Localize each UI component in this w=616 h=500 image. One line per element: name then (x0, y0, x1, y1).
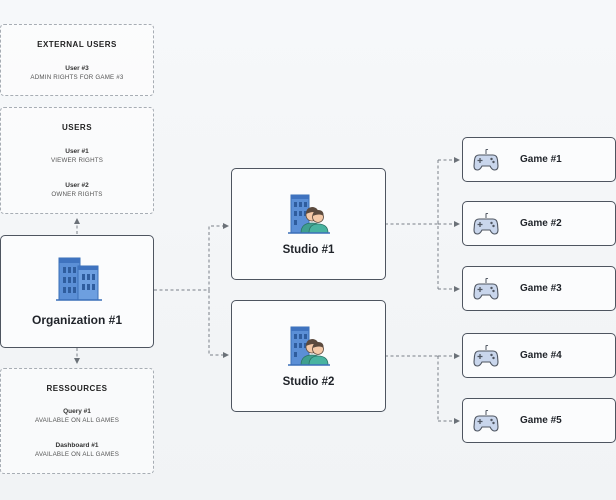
game-4-label: Game #4 (520, 350, 562, 361)
dashboard-1-name: Dashboard #1 (55, 442, 99, 449)
gamepad-icon (473, 410, 499, 432)
users-title: USERS (61, 123, 93, 132)
game-4-node[interactable]: Game #4 (462, 333, 616, 378)
game-2-label: Game #2 (520, 218, 562, 229)
gamepad-icon (473, 278, 499, 300)
studio-1-node[interactable]: Studio #1 (231, 168, 386, 280)
user-1-rights: VIEWER RIGHTS (50, 157, 104, 164)
game-3-node[interactable]: Game #3 (462, 266, 616, 311)
organization-label: Organization #1 (31, 313, 123, 327)
users-panel: USERS User #1 VIEWER RIGHTS User #2 OWNE… (0, 107, 154, 214)
game-3-label: Game #3 (520, 283, 562, 294)
dashboard-1-availability: AVAILABLE ON ALL GAMES (34, 451, 120, 458)
query-1-availability: AVAILABLE ON ALL GAMES (34, 417, 120, 424)
buildings-icon (56, 257, 102, 301)
game-1-node[interactable]: Game #1 (462, 137, 616, 182)
organization-node[interactable]: Organization #1 (0, 235, 154, 348)
gamepad-icon (473, 213, 499, 235)
user-3-rights: ADMIN RIGHTS FOR GAME #3 (30, 74, 124, 81)
game-2-node[interactable]: Game #2 (462, 201, 616, 246)
game-5-label: Game #5 (520, 415, 562, 426)
user-2-rights: OWNER RIGHTS (51, 191, 103, 198)
user-2-name: User #2 (65, 182, 89, 189)
gamepad-icon (473, 345, 499, 367)
external-users-panel: EXTERNAL USERS User #3 ADMIN RIGHTS FOR … (0, 24, 154, 96)
studio-2-label: Studio #2 (282, 376, 335, 388)
external-users-title: EXTERNAL USERS (37, 40, 117, 49)
gamepad-icon (473, 149, 499, 171)
user-1-name: User #1 (65, 148, 89, 155)
resources-title: RESSOURCES (46, 384, 108, 393)
query-1-name: Query #1 (63, 408, 91, 415)
studio-1-label: Studio #1 (282, 244, 335, 256)
studio-team-icon (288, 326, 330, 366)
resources-panel: RESSOURCES Query #1 AVAILABLE ON ALL GAM… (0, 368, 154, 474)
studio-2-node[interactable]: Studio #2 (231, 300, 386, 412)
game-5-node[interactable]: Game #5 (462, 398, 616, 443)
studio-team-icon (288, 194, 330, 234)
user-3-name: User #3 (65, 65, 89, 72)
game-1-label: Game #1 (520, 154, 562, 165)
